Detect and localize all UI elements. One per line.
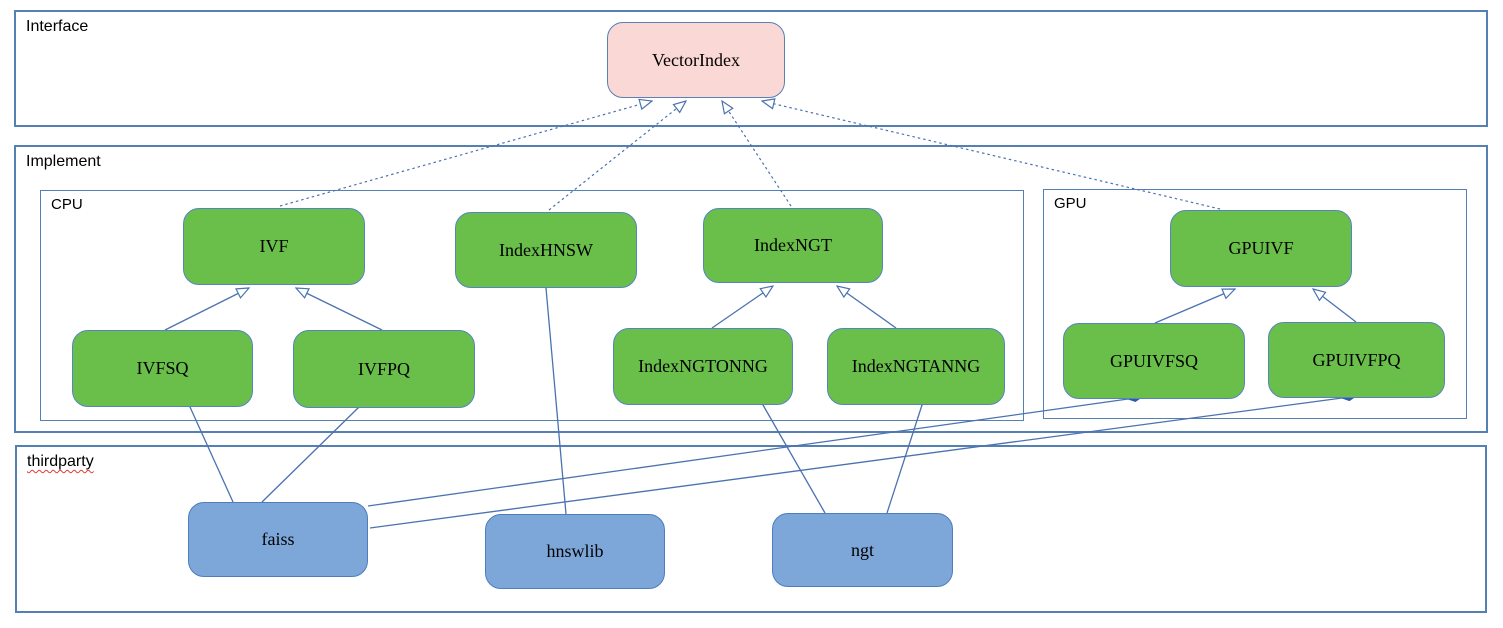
node-gpuivf-label: GPUIVF	[1228, 238, 1294, 258]
node-indexngtonng[interactable]: IndexNGTONNG	[613, 328, 793, 405]
node-faiss-label: faiss	[261, 529, 295, 549]
node-gpuivfsq-label: GPUIVFSQ	[1109, 350, 1199, 371]
node-ivfsq[interactable]: IVFSQ	[72, 330, 253, 407]
container-implement-label: Implement	[26, 153, 101, 170]
node-gpuivf[interactable]: GPUIVF	[1170, 210, 1352, 287]
node-indexhnsw[interactable]: IndexHNSW	[455, 212, 637, 288]
container-interface-label: Interface	[26, 18, 89, 35]
container-cpu-label: CPU	[51, 196, 83, 213]
node-indexngtanng-label: IndexNGTANNG	[851, 356, 981, 376]
node-indexngt[interactable]: IndexNGT	[703, 208, 883, 283]
node-gpuivfpq-label: GPUIVFPQ	[1312, 349, 1401, 370]
node-ivfsq-label: IVFSQ	[136, 358, 189, 378]
node-ivf[interactable]: IVF	[183, 208, 365, 285]
container-gpu-label: GPU	[1054, 195, 1087, 212]
node-vectorindex-label: VectorIndex	[652, 49, 740, 70]
node-hnswlib[interactable]: hnswlib	[485, 514, 665, 589]
node-vectorindex[interactable]: VectorIndex	[607, 22, 785, 98]
node-indexngtanng[interactable]: IndexNGTANNG	[827, 328, 1005, 405]
node-ivfpq-label: IVFPQ	[357, 358, 410, 379]
container-thirdparty-label: thirdparty	[27, 453, 94, 470]
node-indexngt-label: IndexNGT	[754, 235, 832, 255]
node-ngt-label: ngt	[850, 539, 874, 560]
node-indexhnsw-label: IndexHNSW	[499, 239, 593, 260]
node-ivf-label: IVF	[259, 236, 289, 256]
node-faiss[interactable]: faiss	[188, 502, 368, 577]
node-ivfpq[interactable]: IVFPQ	[293, 330, 475, 408]
node-hnswlib-label: hnswlib	[546, 541, 604, 561]
node-gpuivfpq[interactable]: GPUIVFPQ	[1268, 322, 1445, 398]
node-gpuivfsq[interactable]: GPUIVFSQ	[1063, 323, 1245, 399]
node-indexngtonng-label: IndexNGTONNG	[638, 356, 768, 376]
node-ngt[interactable]: ngt	[772, 513, 953, 587]
